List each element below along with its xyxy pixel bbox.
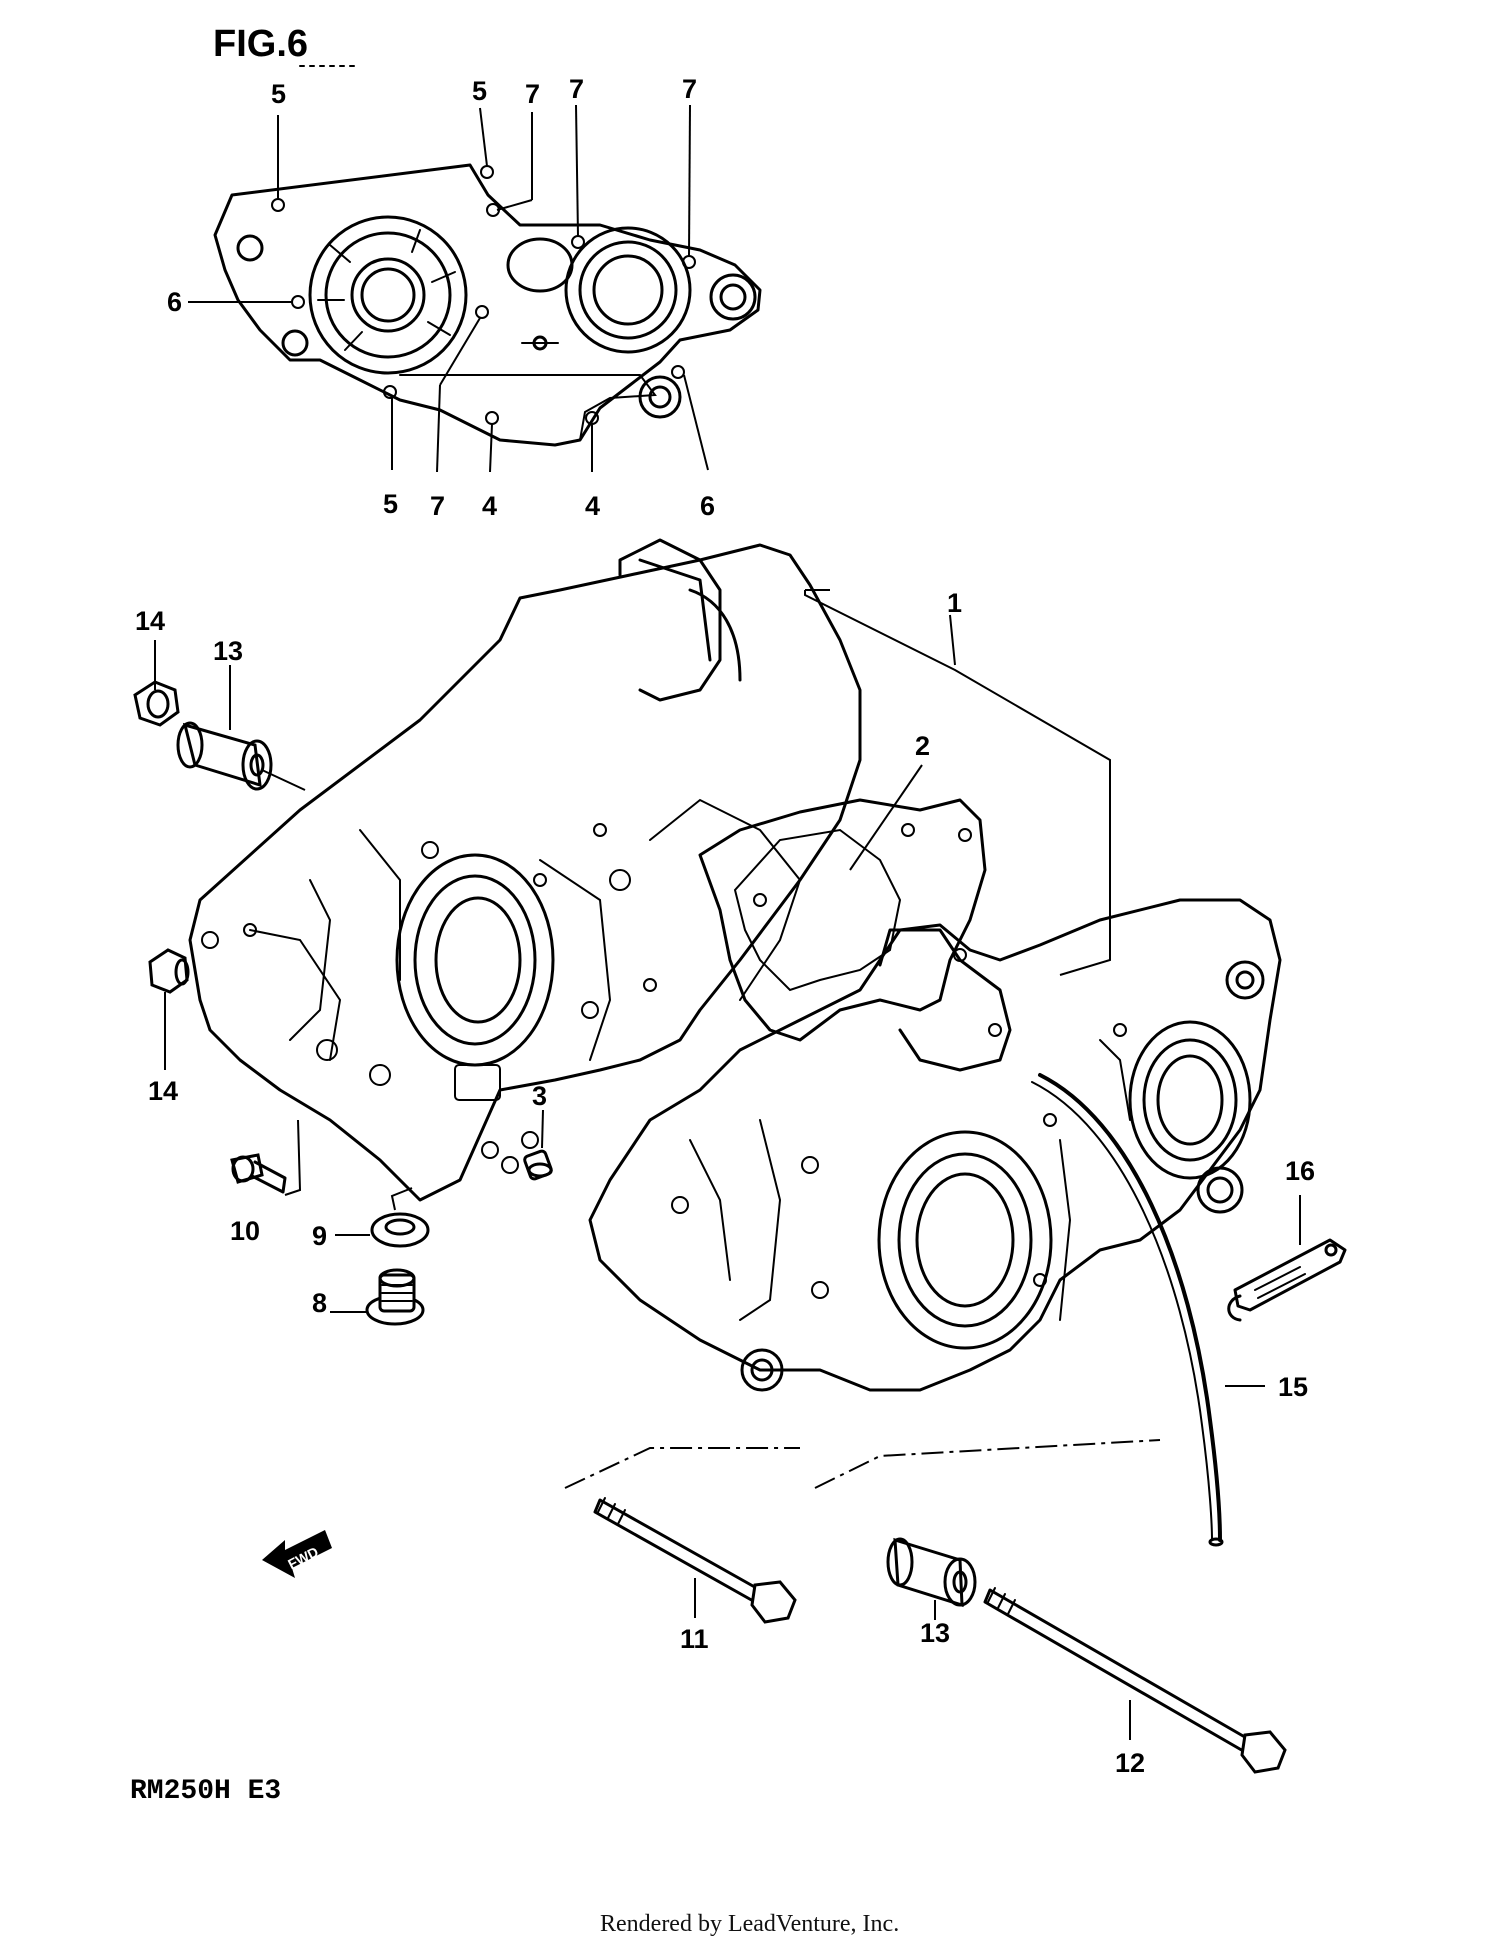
callout-12: 12 (1115, 1748, 1145, 1778)
callout-7: 7 (682, 74, 697, 104)
callout-13: 13 (920, 1618, 950, 1648)
callout-2: 2 (915, 731, 930, 761)
nut-upper (133, 680, 180, 727)
figure-title: FIG.6 (213, 23, 308, 65)
callout-7: 7 (569, 74, 584, 104)
callout-10: 10 (230, 1216, 260, 1246)
callout-9: 9 (312, 1221, 327, 1251)
top-leader-lines (188, 104, 709, 473)
callout-4: 4 (482, 491, 497, 521)
bushing-upper (176, 721, 273, 791)
drain-plug-8 (365, 1268, 425, 1326)
callout-14: 14 (148, 1076, 178, 1106)
callout-14: 14 (135, 606, 165, 636)
callout-6: 6 (167, 287, 182, 317)
hose-clamp (1227, 1238, 1347, 1322)
model-code: RM250H E3 (130, 1776, 281, 1807)
callout-15: 15 (1278, 1372, 1308, 1402)
bolt-12 (983, 1587, 1287, 1774)
crankcase-left-half (188, 538, 862, 1202)
bushing-lower (886, 1537, 977, 1608)
crankcase-right-half (588, 898, 1282, 1392)
footer-credit: Rendered by LeadVenture, Inc. (600, 1911, 899, 1937)
callout-7: 7 (525, 79, 540, 109)
callout-4: 4 (585, 491, 600, 521)
callout-7: 7 (430, 491, 445, 521)
callout-13: 13 (213, 636, 243, 666)
callout-5: 5 (271, 79, 286, 109)
crankcase-side-view (213, 163, 762, 447)
callout-8: 8 (312, 1288, 327, 1318)
breather-hose (1038, 1073, 1222, 1542)
callout-6: 6 (700, 491, 715, 521)
callout-1: 1 (947, 588, 962, 618)
main-callouts: 1 2 3 8 9 10 11 12 13 13 14 14 15 16 (135, 588, 1315, 1778)
washer-9 (370, 1212, 430, 1248)
callout-16: 16 (1285, 1156, 1315, 1186)
nut-lower (148, 948, 190, 994)
top-callouts: 5 5 7 7 7 6 5 7 4 4 6 (167, 74, 715, 521)
callout-5: 5 (383, 489, 398, 519)
main-leader-lines (154, 589, 1301, 1740)
dowel-pin (523, 1149, 553, 1181)
callout-11: 11 (680, 1624, 709, 1654)
bolt-10 (230, 1153, 287, 1194)
fwd-arrow: FWD (262, 1530, 332, 1578)
callout-3: 3 (532, 1081, 547, 1111)
gasket-2 (698, 798, 987, 1042)
bolt-11 (593, 1497, 797, 1624)
callout-5: 5 (472, 76, 487, 106)
